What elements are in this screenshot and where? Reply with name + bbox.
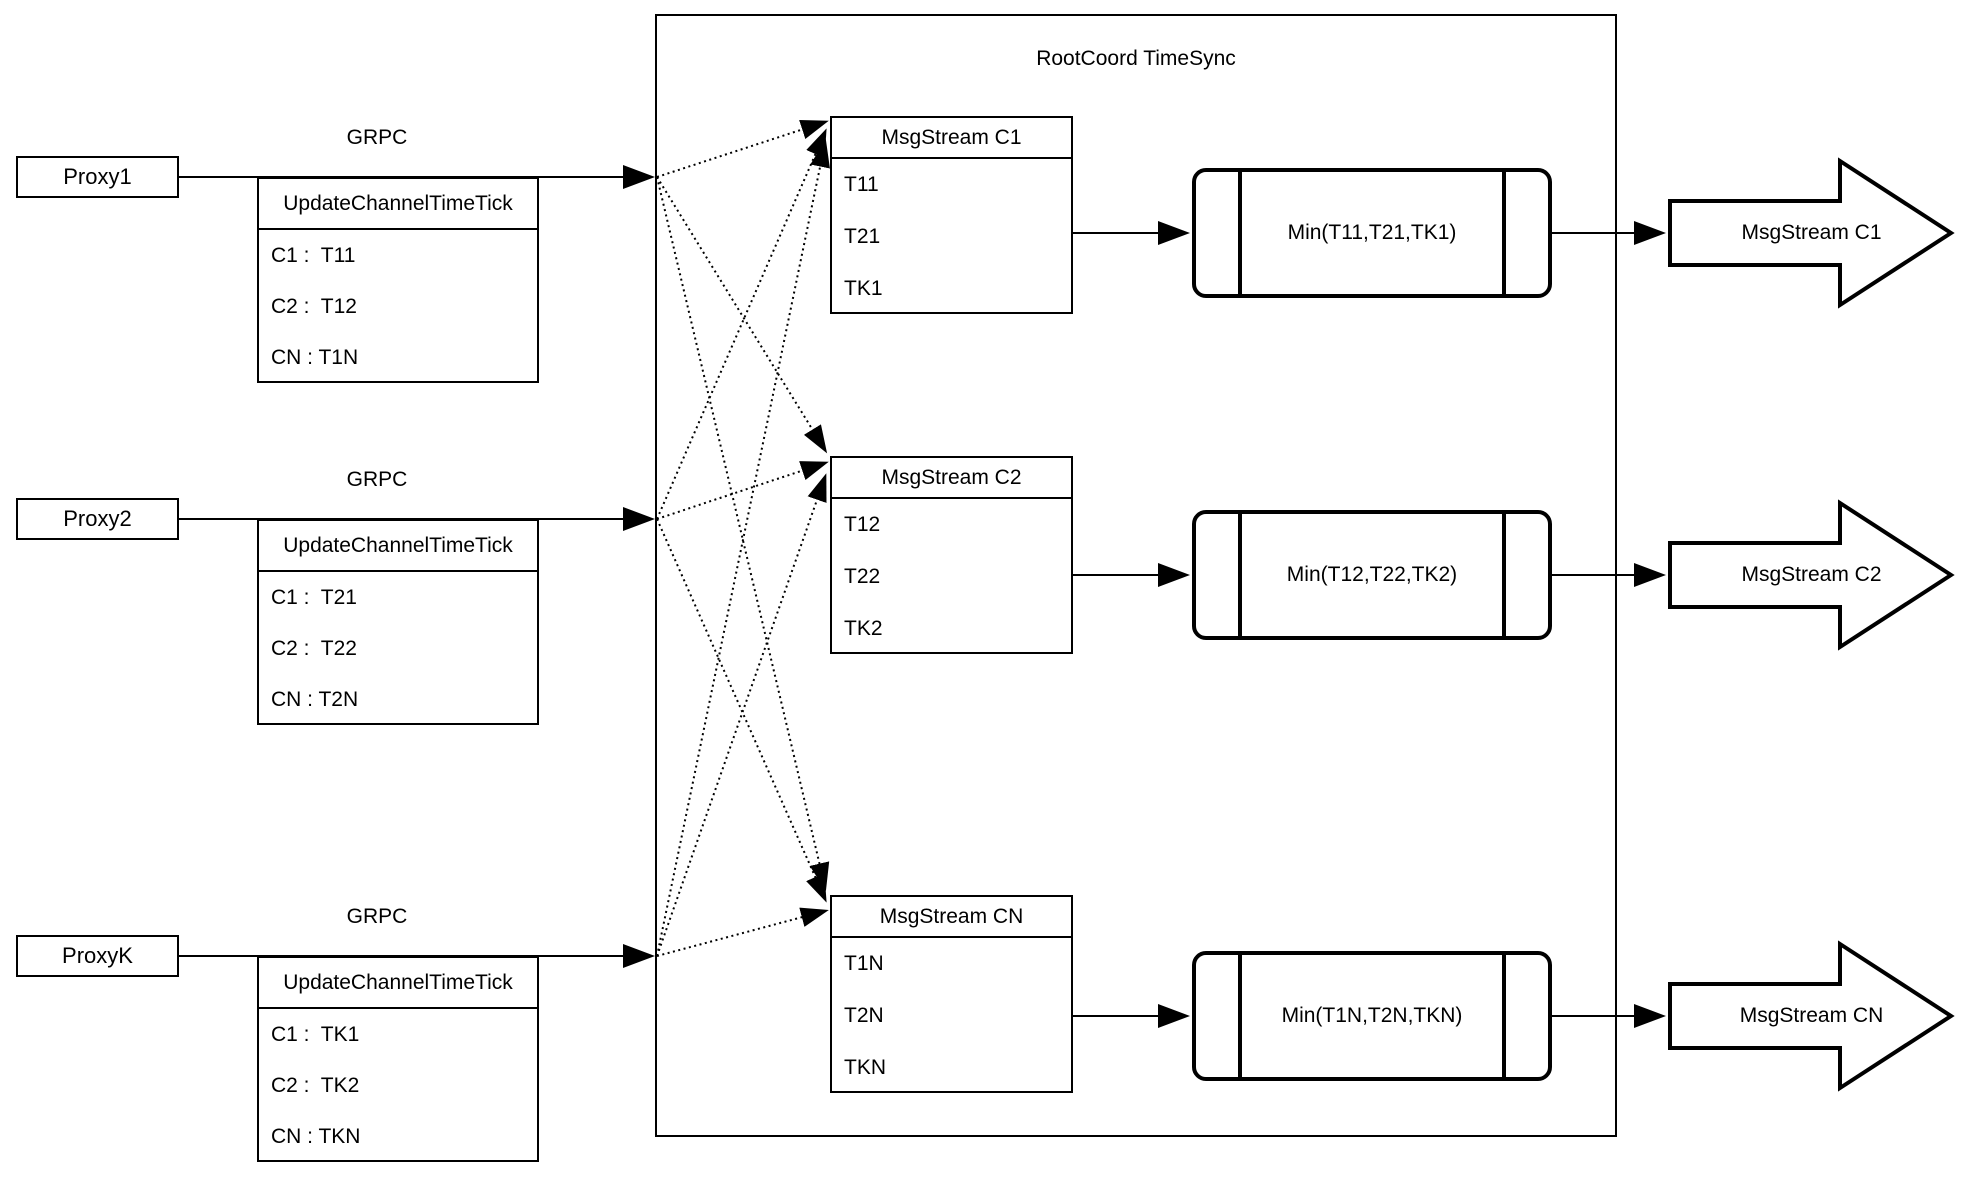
msgstream-table-title: MsgStream C2 [832, 458, 1071, 499]
tick-value: TK1 [844, 277, 883, 300]
fanout-dotted-arrows [656, 119, 830, 957]
tick-row: CN : T2N [271, 687, 359, 711]
output-arrow-cn [1668, 940, 1955, 1092]
grpc-label: GRPC [346, 126, 408, 149]
msgstream-table-title: MsgStream CN [832, 897, 1071, 938]
msgstream-output-label: MsgStream C1 [1741, 221, 1882, 244]
proxy-label: Proxy2 [63, 506, 132, 531]
grpc-label: GRPC [346, 468, 408, 491]
proxy-box-k: ProxyK [16, 935, 179, 977]
tick-value: T22 [844, 565, 881, 588]
min-box-divider [1502, 955, 1506, 1077]
tick-value: TKN [844, 1056, 886, 1079]
min-box-divider [1238, 955, 1242, 1077]
update-channel-timetick-table-2: UpdateChannelTimeTick C1 : T21 C2 : T22 … [257, 519, 539, 725]
min-expression: Min(T12,T22,TK2) [1286, 563, 1458, 586]
message-title: UpdateChannelTimeTick [259, 521, 537, 572]
min-to-output-lines [1552, 221, 1666, 1028]
tick-row: CN : T1N [271, 345, 359, 369]
msgstream-output-label: MsgStream CN [1739, 1004, 1884, 1027]
min-expression: Min(T11,T21,TK1) [1287, 221, 1457, 244]
grpc-label: GRPC [346, 905, 408, 928]
proxy-label: ProxyK [62, 943, 133, 968]
tick-row: C2 : T22 [271, 636, 357, 660]
tick-value: T11 [844, 173, 879, 196]
tick-value: T2N [844, 1004, 884, 1027]
tick-row: C1 : T21 [271, 585, 357, 609]
rootcoord-title: RootCoord TimeSync [1036, 47, 1236, 70]
min-box-cn: Min(T1N,T2N,TKN) [1192, 951, 1552, 1081]
min-box-divider [1502, 514, 1506, 636]
msgstream-table-title: MsgStream C1 [832, 118, 1071, 159]
tick-value: T21 [844, 225, 881, 248]
output-arrow-c1 [1668, 157, 1955, 309]
msgstream-output-arrow-shapes [1668, 157, 1955, 1092]
min-box-c1: Min(T11,T21,TK1) [1192, 168, 1552, 298]
output-arrow-c2 [1668, 499, 1955, 651]
message-title: UpdateChannelTimeTick [259, 958, 537, 1009]
tick-value: T12 [844, 513, 881, 536]
tick-row: C2 : T12 [271, 294, 357, 318]
min-box-c2: Min(T12,T22,TK2) [1192, 510, 1552, 640]
tick-row: C2 : TK2 [271, 1073, 360, 1097]
proxy-box-1: Proxy1 [16, 156, 179, 198]
tick-value: T1N [844, 952, 884, 975]
msgstream-table-c1: MsgStream C1 T11 T21 TK1 [830, 116, 1073, 314]
min-box-divider [1238, 514, 1242, 636]
msgstream-table-cn: MsgStream CN T1N T2N TKN [830, 895, 1073, 1093]
proxy-box-2: Proxy2 [16, 498, 179, 540]
table-to-min-lines [1073, 221, 1190, 1028]
min-box-divider [1502, 172, 1506, 294]
proxy-label: Proxy1 [63, 164, 132, 189]
msgstream-table-c2: MsgStream C2 T12 T22 TK2 [830, 456, 1073, 654]
msgstream-output-label: MsgStream C2 [1741, 563, 1882, 586]
min-expression: Min(T1N,T2N,TKN) [1281, 1004, 1463, 1027]
tick-row: C1 : T11 [271, 243, 356, 267]
update-channel-timetick-table-k: UpdateChannelTimeTick C1 : TK1 C2 : TK2 … [257, 956, 539, 1162]
tick-row: C1 : TK1 [271, 1022, 360, 1046]
update-channel-timetick-table-1: UpdateChannelTimeTick C1 : T11 C2 : T12 … [257, 177, 539, 383]
min-box-divider [1238, 172, 1242, 294]
tick-row: CN : TKN [271, 1124, 361, 1148]
message-title: UpdateChannelTimeTick [259, 179, 537, 230]
tick-value: TK2 [844, 617, 883, 640]
